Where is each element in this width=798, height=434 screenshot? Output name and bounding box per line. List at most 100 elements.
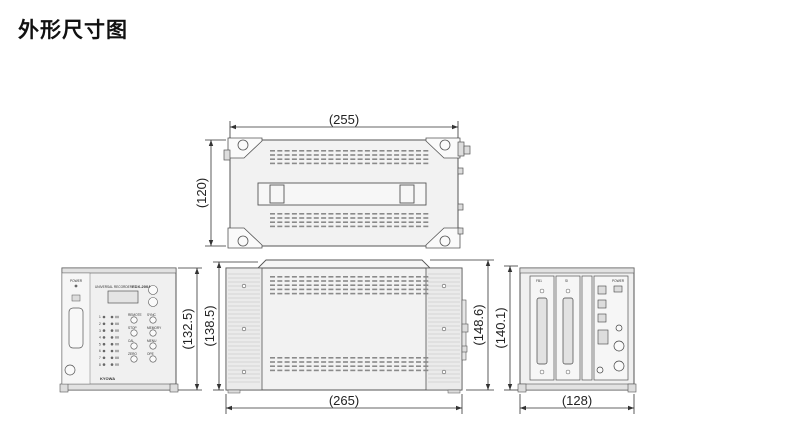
vent-slot — [313, 288, 319, 291]
rear-slot-label-2: SI — [565, 279, 568, 283]
front-down-button[interactable] — [148, 297, 158, 307]
vent-slot — [357, 158, 363, 160]
vent-slot — [357, 150, 363, 152]
vent-slot — [394, 284, 400, 286]
vent-slot — [291, 361, 297, 363]
front-button-label: CAL — [128, 339, 134, 343]
front-button[interactable] — [130, 342, 138, 350]
vent-slot — [364, 369, 370, 372]
vent-slot — [416, 357, 421, 359]
front-up-button[interactable] — [148, 285, 158, 295]
vent-slot — [277, 276, 283, 278]
vent-slot — [408, 357, 414, 359]
vent-slot — [357, 369, 363, 372]
vent-slot — [343, 158, 348, 160]
vent-slot — [386, 162, 392, 165]
vent-slot — [291, 162, 297, 165]
vent-slot — [423, 162, 429, 165]
vent-slot — [277, 213, 283, 215]
vent-slot — [350, 221, 356, 223]
vent-slot — [394, 213, 400, 215]
vent-slot — [416, 158, 421, 160]
vent-slot — [343, 213, 348, 215]
vent-slot — [299, 369, 305, 372]
front-button[interactable] — [149, 342, 157, 350]
vent-slot — [335, 276, 341, 278]
vent-slot — [350, 225, 356, 228]
vent-slot — [386, 225, 392, 228]
channel-led-icon — [102, 315, 106, 319]
vent-slot — [423, 292, 429, 295]
front-button[interactable] — [149, 329, 157, 337]
vent-slot — [357, 162, 363, 165]
front-button[interactable] — [149, 316, 157, 324]
page-title: 外形尺寸图 — [18, 18, 128, 42]
vent-slot — [416, 213, 421, 215]
vent-slot — [372, 288, 378, 291]
vent-slot — [313, 365, 319, 367]
vent-slot — [270, 213, 275, 215]
vent-slot — [335, 284, 341, 286]
dim-front-height-total: (138.5) — [202, 305, 217, 346]
vent-slot — [321, 221, 327, 223]
vent-slot — [328, 213, 334, 215]
vent-slot — [284, 217, 290, 219]
vent-slot — [386, 280, 392, 282]
vent-slot — [284, 292, 290, 295]
channel-led-icon — [110, 363, 114, 366]
channel-led-icon — [102, 322, 106, 326]
vent-slot — [284, 154, 290, 156]
dim-top-depth: (120) — [194, 178, 209, 208]
vent-slot — [328, 162, 334, 165]
vent-slot — [321, 357, 327, 359]
side-view-handle — [256, 259, 432, 269]
channel-led-icon — [102, 336, 106, 339]
vent-slot — [379, 150, 385, 152]
vent-slot — [408, 369, 414, 372]
channel-bar-icon — [115, 349, 119, 353]
vent-slot — [372, 292, 378, 295]
vent-slot — [379, 217, 385, 219]
vent-slot — [364, 213, 370, 215]
vent-slot — [423, 221, 429, 223]
vent-slot — [270, 158, 275, 160]
vent-slot — [270, 288, 275, 291]
front-button[interactable] — [149, 355, 157, 363]
vent-slot — [335, 280, 341, 282]
vent-slot — [364, 276, 370, 278]
power-switch[interactable] — [71, 294, 81, 302]
channel-label: 2 — [99, 322, 101, 326]
vent-slot — [416, 369, 421, 372]
rear-jack-2-icon — [596, 366, 604, 374]
vent-slot — [394, 292, 400, 295]
channel-led-icon — [102, 329, 106, 332]
channel-label: 5 — [99, 342, 101, 346]
vent-slot — [321, 292, 327, 295]
vent-slot — [401, 213, 407, 215]
front-button[interactable] — [130, 329, 138, 337]
vent-slot — [299, 221, 305, 223]
vent-slot — [357, 361, 363, 363]
vent-slot — [357, 365, 363, 367]
vent-slot — [350, 217, 356, 219]
vent-slot — [350, 280, 356, 282]
vent-slot — [321, 369, 327, 372]
vent-slot — [401, 365, 407, 367]
vent-slot — [379, 162, 385, 165]
vent-slot — [350, 150, 356, 152]
dim-front-height-outer: (132.5) — [180, 308, 195, 349]
vent-slot — [284, 365, 290, 367]
vent-slot — [270, 221, 275, 223]
front-button-label: OPE — [147, 352, 154, 356]
vent-slot — [386, 158, 392, 160]
vent-slot — [423, 369, 429, 372]
front-button[interactable] — [130, 355, 138, 363]
dim-rear-height-b: (140.1) — [493, 307, 508, 348]
vent-slot — [343, 154, 348, 156]
front-button[interactable] — [130, 316, 138, 324]
vent-slot — [343, 369, 348, 372]
vent-slot — [277, 280, 283, 282]
vent-slot — [364, 280, 370, 282]
side-plate-ribs — [228, 273, 460, 383]
